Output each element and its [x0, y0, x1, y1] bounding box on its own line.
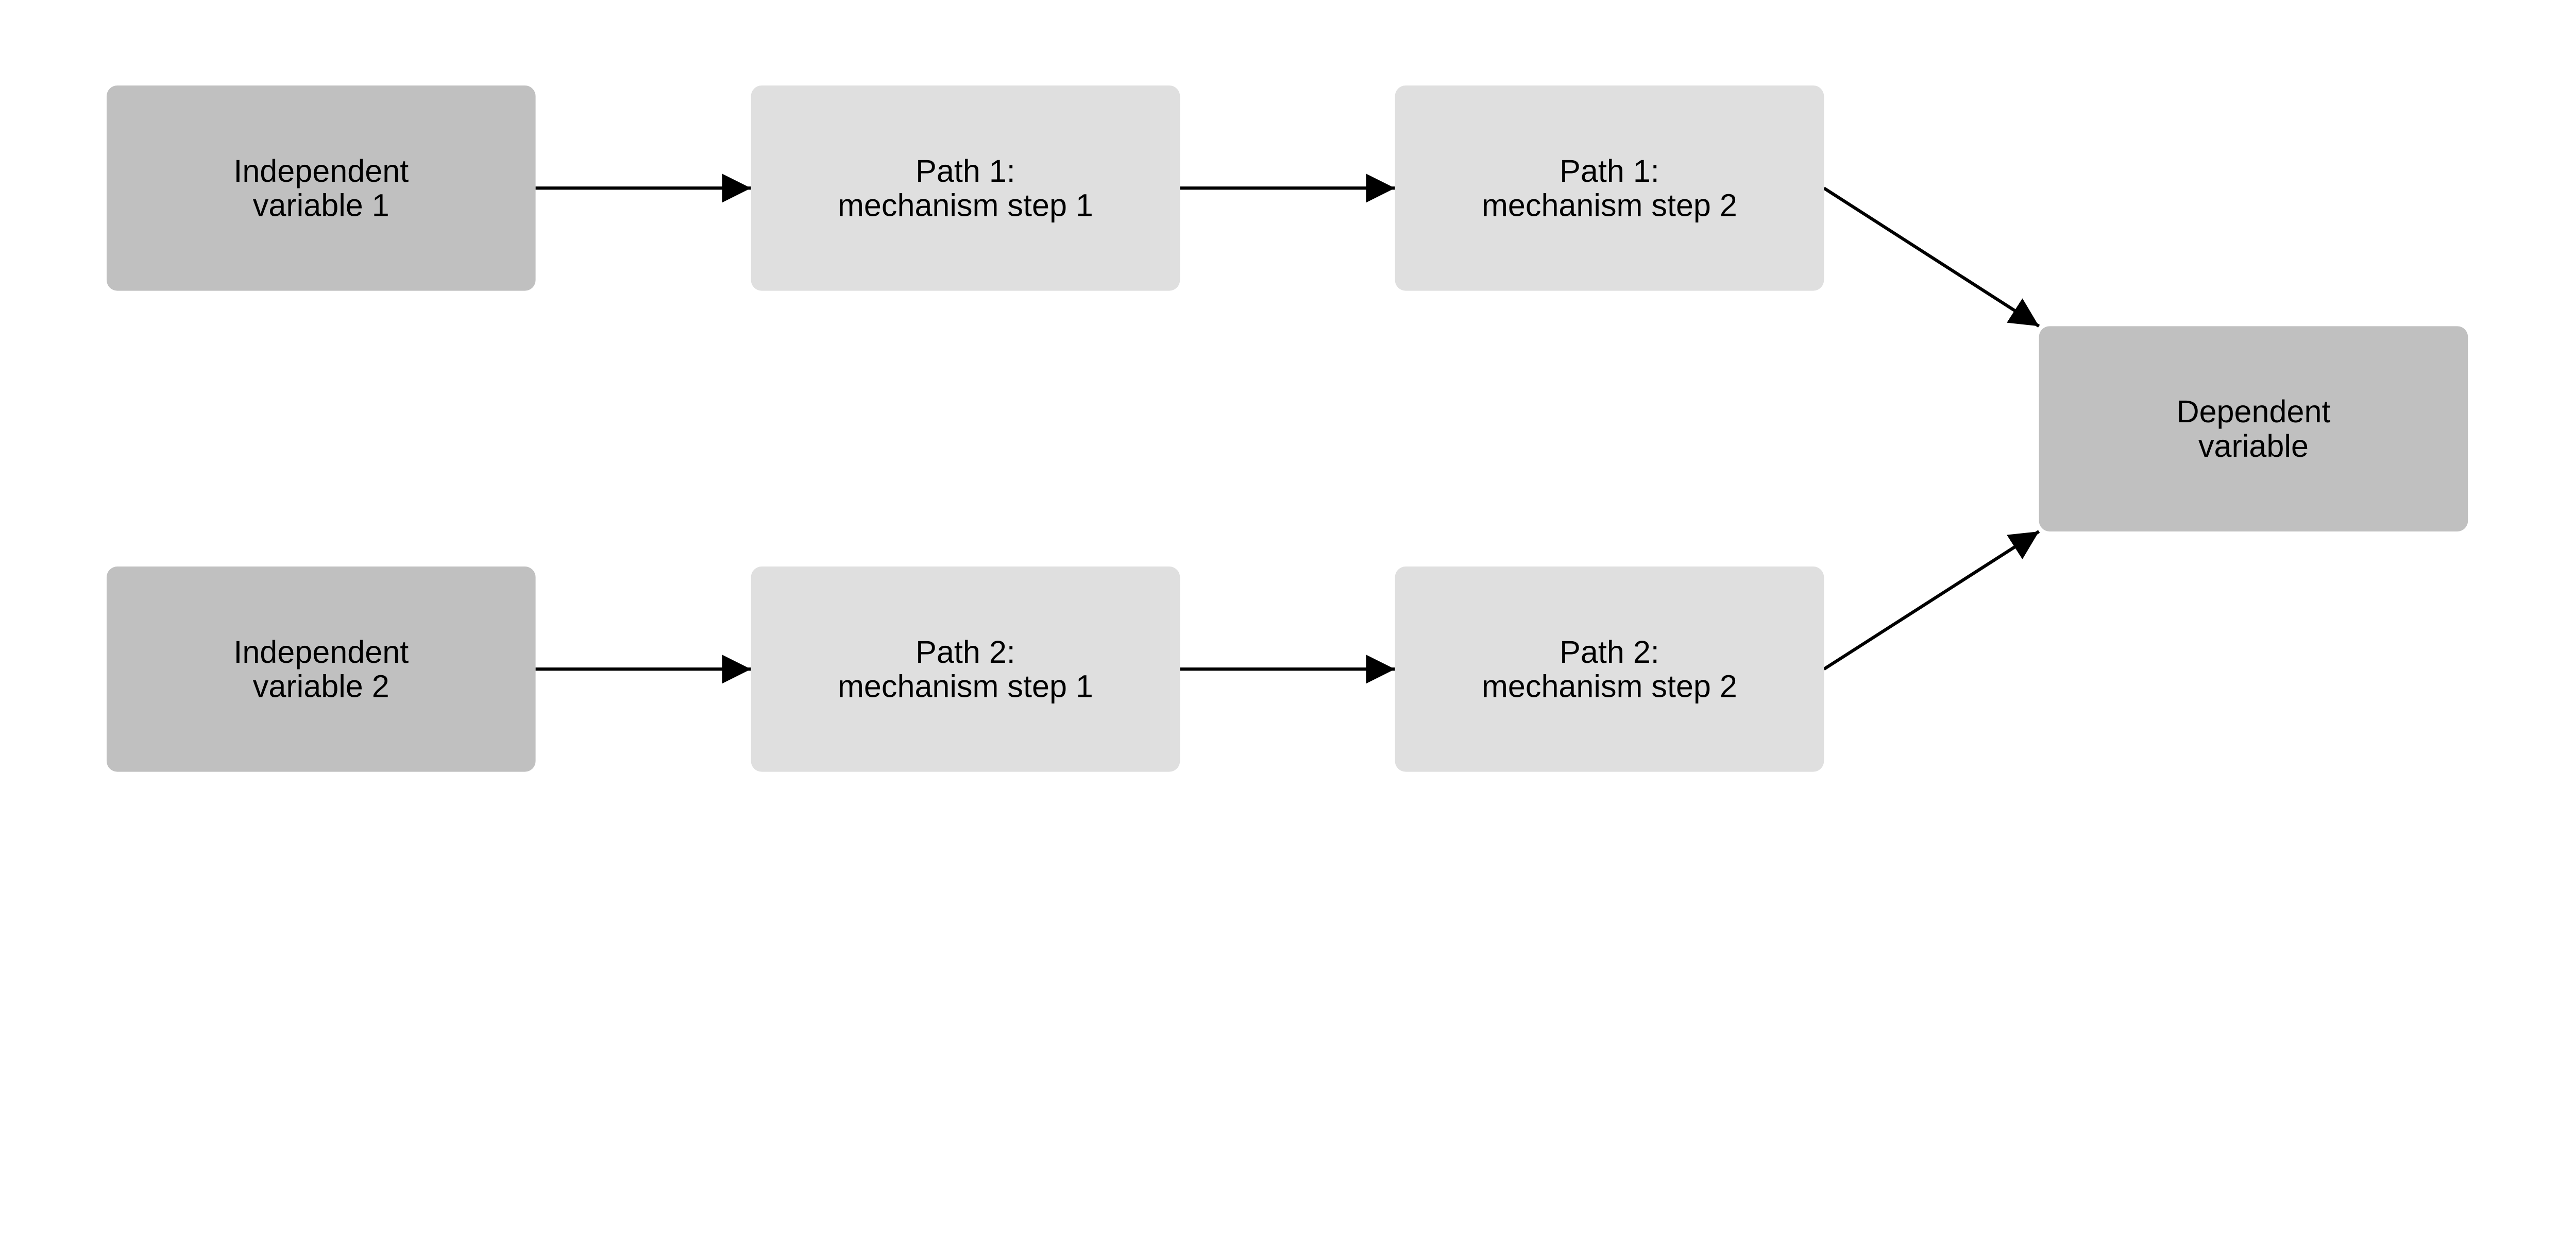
- node-p2s1: Path 2:mechanism step 1: [751, 566, 1180, 772]
- edges: [535, 174, 2040, 684]
- node-box: [2039, 326, 2468, 531]
- node-box: [106, 566, 536, 772]
- node-label-line: Path 1:: [916, 153, 1015, 188]
- node-label-line: Independent: [233, 634, 409, 670]
- node-label-line: Path 2:: [1560, 634, 1659, 670]
- node-label-line: variable: [2198, 428, 2309, 464]
- node-label-line: Path 1:: [1560, 153, 1659, 188]
- node-label-line: variable 2: [253, 668, 389, 703]
- node-label-line: mechanism step 1: [838, 668, 1093, 703]
- node-p1s1: Path 1:mechanism step 1: [751, 85, 1180, 291]
- arrow-p1s2-to-dv: [1823, 186, 2040, 328]
- node-box: [751, 85, 1180, 291]
- node-label-line: Independent: [233, 153, 409, 188]
- node-box: [106, 85, 536, 291]
- node-label-line: Path 2:: [916, 634, 1015, 670]
- node-box: [751, 566, 1180, 772]
- node-label-line: mechanism step 2: [1482, 668, 1737, 703]
- node-label-line: variable 1: [253, 187, 389, 222]
- node-box: [1395, 566, 1824, 772]
- arrow-p2s2-to-dv: [1823, 530, 2040, 671]
- node-box: [1395, 85, 1824, 291]
- node-p1s2: Path 1:mechanism step 2: [1395, 85, 1824, 291]
- node-label-line: mechanism step 1: [838, 187, 1093, 222]
- node-label-line: Dependent: [2176, 394, 2330, 429]
- node-label-line: mechanism step 2: [1482, 187, 1737, 222]
- node-p2s2: Path 2:mechanism step 2: [1395, 566, 1824, 772]
